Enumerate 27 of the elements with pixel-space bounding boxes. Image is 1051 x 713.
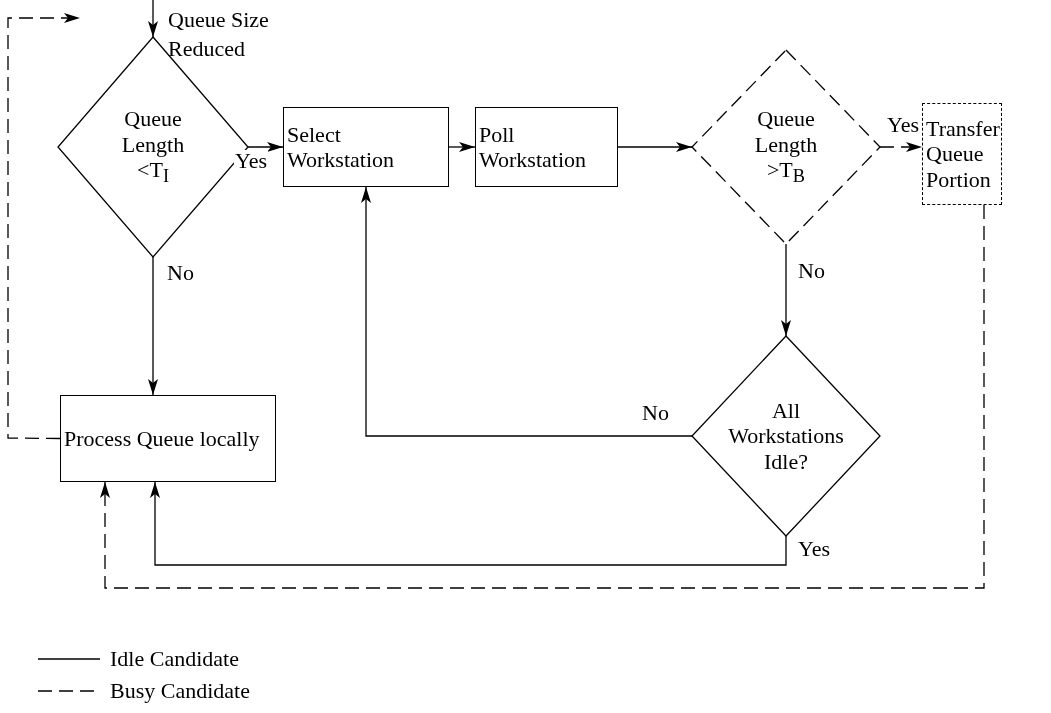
decision-diamond (692, 336, 880, 536)
arrow (150, 481, 787, 566)
arrow (617, 142, 693, 152)
arrow (100, 204, 985, 589)
process-box (922, 103, 1002, 205)
arrow (148, 0, 158, 38)
node-label: Select Workstation (287, 121, 395, 173)
legend-label: Idle Candidate (110, 648, 239, 670)
process-box (475, 107, 618, 187)
arrow (247, 142, 284, 152)
arrow (148, 256, 158, 396)
arrow (448, 142, 476, 152)
node-label: Transfer Queue Portion (926, 116, 1000, 192)
node-label: Poll Workstation (479, 121, 587, 173)
arrow (7, 13, 81, 440)
process-box (283, 107, 449, 187)
node-label: Queue Length <T$_{I}$ (120, 106, 186, 188)
arrow (879, 142, 923, 152)
arrow (781, 243, 791, 337)
node-label: Queue Length >T$_{B}$ (753, 106, 819, 188)
annotation-text: Queue Size Reduced (168, 6, 270, 63)
legend-label: Busy Candidate (110, 680, 250, 702)
arrow (361, 186, 693, 437)
process-box (60, 395, 276, 482)
decision-diamond (692, 50, 880, 244)
node-label: Process Queue locally (64, 425, 260, 452)
node-label: All Workstations Idle? (728, 398, 844, 474)
